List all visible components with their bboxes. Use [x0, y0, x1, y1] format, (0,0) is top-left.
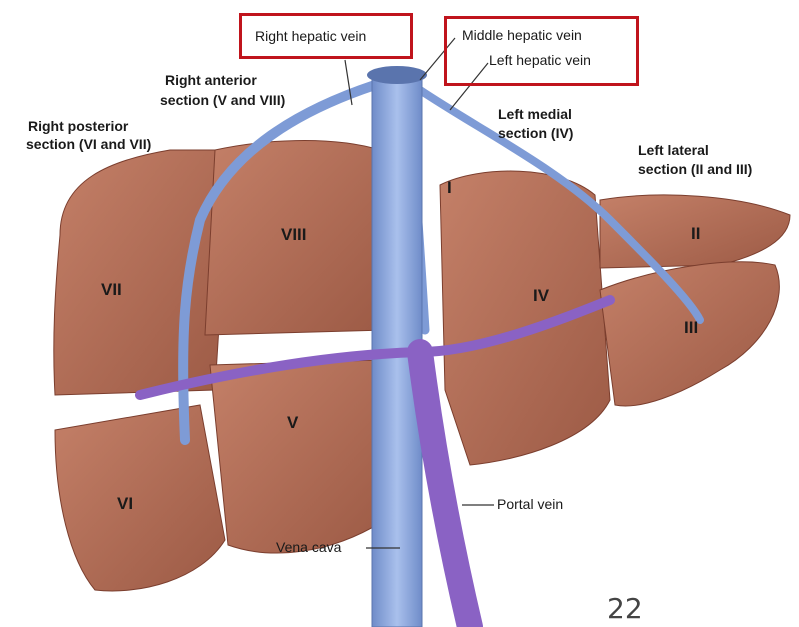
page-number: 22: [607, 592, 643, 625]
portal-vein-label: Portal vein: [497, 496, 563, 513]
segment-iii-label: III: [684, 318, 698, 338]
segment-i-label: I: [447, 178, 452, 198]
right-posterior-section-label-2: section (VI and VII): [26, 136, 151, 153]
segment-v-shape: [210, 360, 385, 553]
right-posterior-section-label-1: Right posterior: [28, 118, 128, 135]
middle-hepatic-vein-label: Middle hepatic vein: [462, 27, 582, 44]
segment-ii-label: II: [691, 224, 700, 244]
segment-v-label: V: [287, 413, 298, 433]
segment-iv-shape: [440, 171, 610, 465]
left-lateral-section-label-2: section (II and III): [638, 161, 752, 178]
right-hepatic-vein-label: Right hepatic vein: [255, 28, 366, 45]
segment-vi-shape: [55, 405, 225, 591]
right-anterior-section-label-1: Right anterior: [165, 72, 257, 89]
left-lateral-section-label-1: Left lateral: [638, 142, 709, 159]
left-medial-section-label-1: Left medial: [498, 106, 572, 123]
right-anterior-section-label-2: section (V and VIII): [160, 92, 285, 109]
left-hepatic-vein-label: Left hepatic vein: [489, 52, 591, 69]
segment-vii-label: VII: [101, 280, 122, 300]
segment-iv-label: IV: [533, 286, 549, 306]
left-medial-section-label-2: section (IV): [498, 125, 573, 142]
segment-vi-label: VI: [117, 494, 133, 514]
vena-cava-label: Vena cava: [276, 539, 341, 556]
segment-viii-label: VIII: [281, 225, 307, 245]
segment-vii-shape: [54, 150, 230, 395]
